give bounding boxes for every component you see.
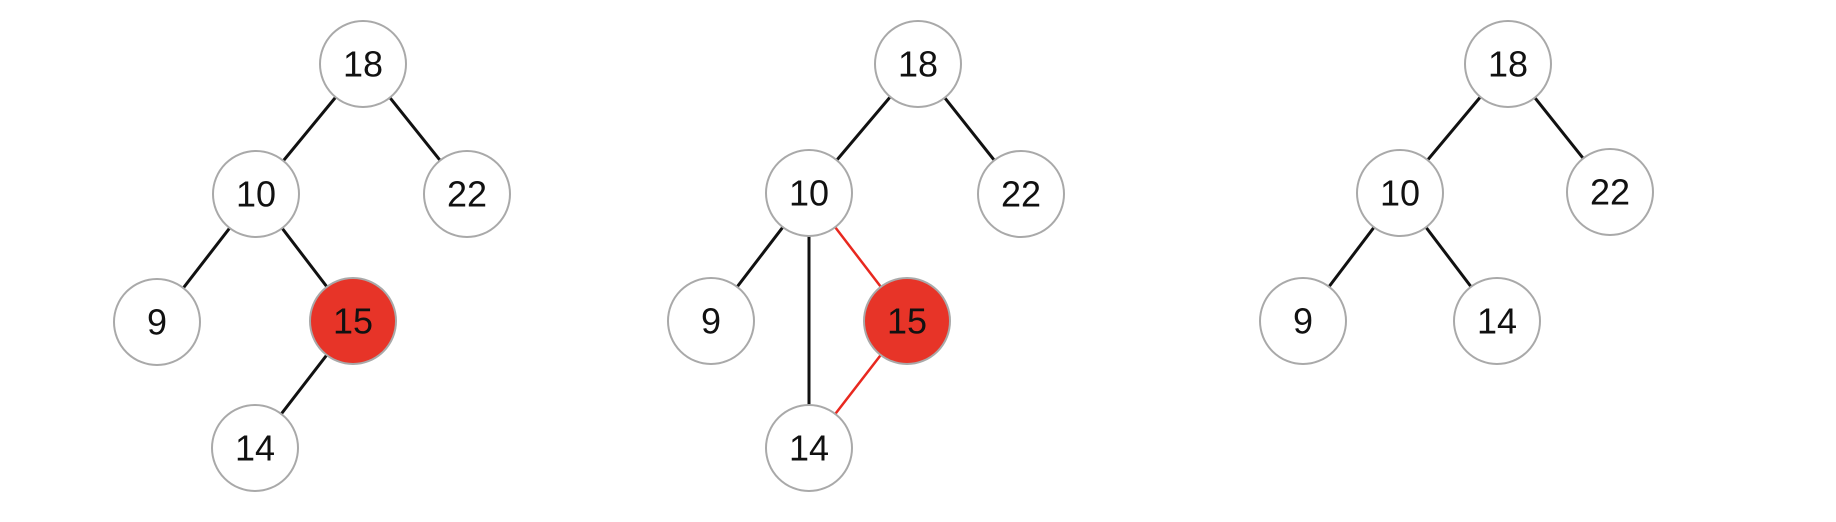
node-circle <box>319 20 407 108</box>
node-circle <box>1453 277 1541 365</box>
highlighted-node-circle <box>863 277 951 365</box>
tree-step3-node-removed-node-14: 14 <box>1453 277 1541 365</box>
node-circle <box>1464 20 1552 108</box>
highlighted-node-circle <box>309 277 397 365</box>
node-circle <box>977 150 1065 238</box>
tree-step1-node-highlighted-node-18: 18 <box>319 20 407 108</box>
node-circle <box>113 278 201 366</box>
node-circle <box>667 277 755 365</box>
tree-step2-relink-children-node-9: 9 <box>667 277 755 365</box>
tree-step1-node-highlighted-node-10: 10 <box>212 150 300 238</box>
tree-step3-node-removed-node-18: 18 <box>1464 20 1552 108</box>
node-circle <box>1566 148 1654 236</box>
node-circle <box>765 404 853 492</box>
tree-step3-node-removed-node-9: 9 <box>1259 277 1347 365</box>
tree-step2-relink-children-node-10: 10 <box>765 149 853 237</box>
tree-step2-relink-children-node-22: 22 <box>977 150 1065 238</box>
tree-step1-node-highlighted-node-14: 14 <box>211 404 299 492</box>
tree-step1-node-highlighted-node-22: 22 <box>423 150 511 238</box>
tree-step1-node-highlighted-node-15-highlighted: 15 <box>309 277 397 365</box>
node-circle <box>765 149 853 237</box>
node-circle <box>1356 149 1444 237</box>
tree-step2-relink-children-node-15-highlighted: 15 <box>863 277 951 365</box>
node-circle <box>874 20 962 108</box>
tree-step3-node-removed-node-22: 22 <box>1566 148 1654 236</box>
node-circle <box>212 150 300 238</box>
node-circle <box>211 404 299 492</box>
node-circle <box>1259 277 1347 365</box>
node-circle <box>423 150 511 238</box>
tree-step3-node-removed-node-10: 10 <box>1356 149 1444 237</box>
tree-step2-relink-children-node-18: 18 <box>874 20 962 108</box>
tree-step1-node-highlighted-node-9: 9 <box>113 278 201 366</box>
tree-step2-relink-children-node-14: 14 <box>765 404 853 492</box>
